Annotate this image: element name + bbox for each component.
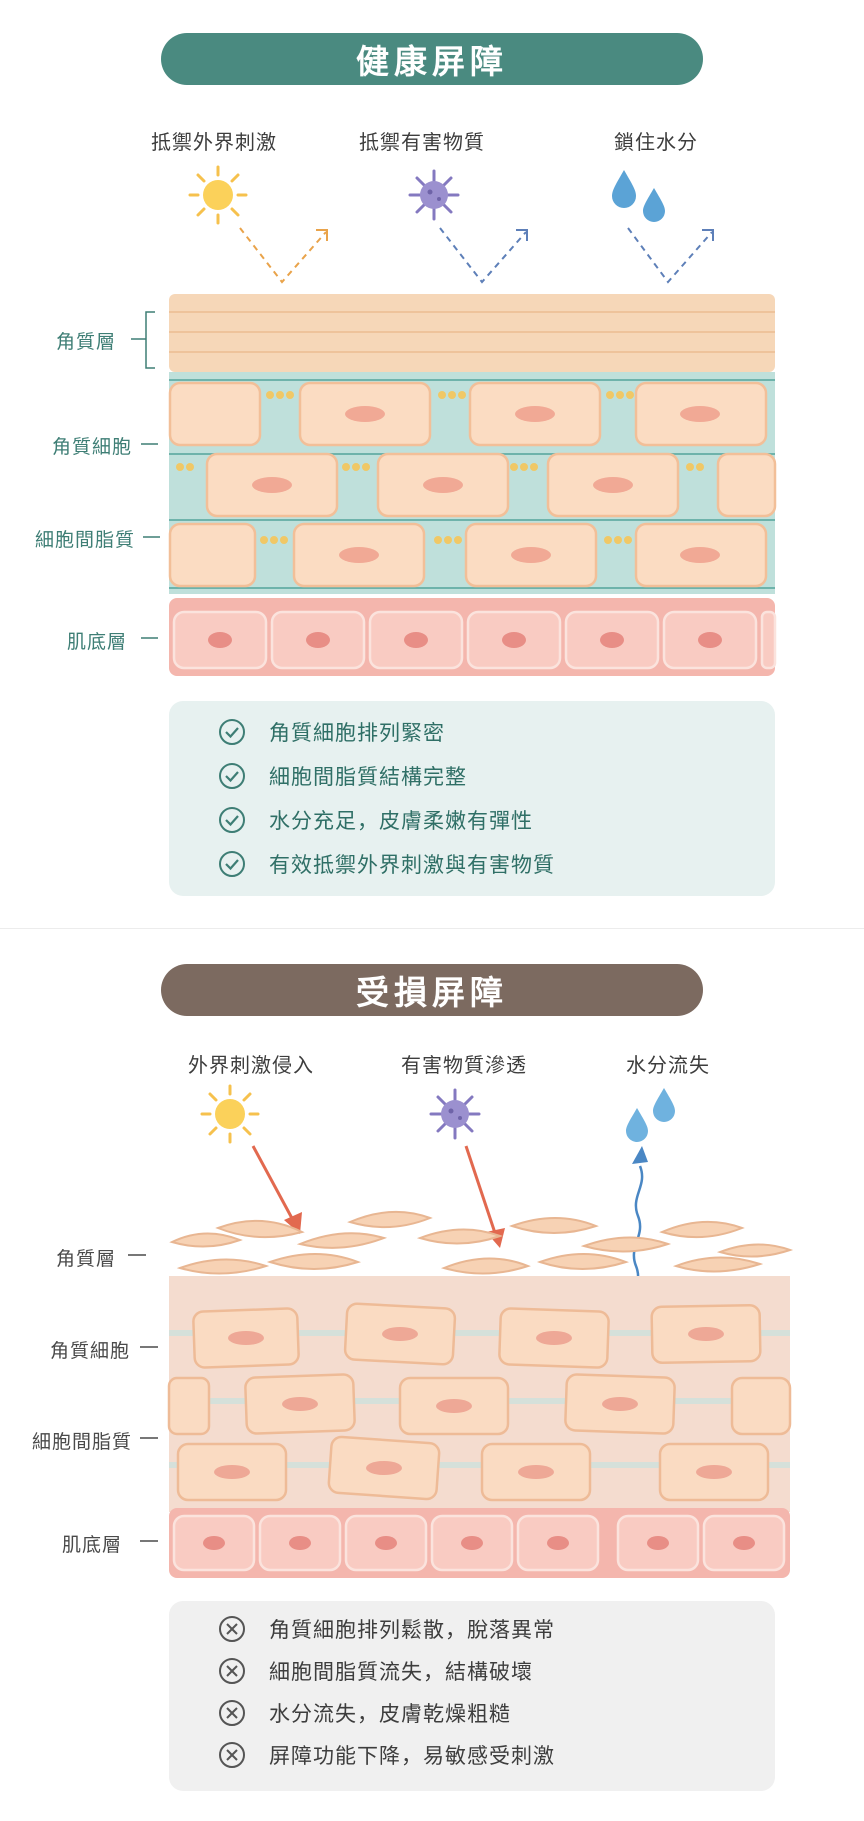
label-lock-moisture: 鎖住水分 bbox=[614, 130, 698, 154]
check-circle-icon bbox=[219, 851, 245, 877]
benefit-item: 有效抵禦外界刺激與有害物質 bbox=[217, 849, 555, 879]
benefit-text: 角質細胞排列緊密 bbox=[269, 721, 445, 745]
healthy-benefits-box: 角質細胞排列緊密 細胞間脂質結構完整 水分充足，皮膚柔嫩有彈性 有效抵禦外界刺激… bbox=[169, 701, 775, 896]
side-label-stratum-corneum: 角質層 bbox=[55, 1248, 116, 1270]
problem-item: 細胞間脂質流失，結構破壞 bbox=[217, 1656, 533, 1686]
label-irritant-invasion: 外界刺激侵入 bbox=[188, 1053, 314, 1077]
virus-icon bbox=[429, 1088, 481, 1140]
problem-item: 角質細胞排列鬆散，脫落異常 bbox=[217, 1614, 555, 1644]
virus-icon bbox=[408, 169, 460, 221]
check-circle-icon bbox=[219, 763, 245, 789]
benefit-item: 水分充足，皮膚柔嫩有彈性 bbox=[217, 805, 533, 835]
label-moisture-loss: 水分流失 bbox=[626, 1053, 710, 1077]
side-label-basal-layer: 肌底層 bbox=[66, 631, 127, 653]
benefit-item: 細胞間脂質結構完整 bbox=[217, 761, 467, 791]
problem-item: 屏障功能下降，易敏感受刺激 bbox=[217, 1740, 555, 1770]
check-circle-icon bbox=[219, 719, 245, 745]
problem-item: 水分流失，皮膚乾燥粗糙 bbox=[217, 1698, 511, 1728]
side-label-corneocyte: 角質細胞 bbox=[49, 1340, 130, 1362]
section-divider bbox=[0, 928, 864, 929]
label-harmful-penetration: 有害物質滲透 bbox=[401, 1053, 527, 1077]
check-circle-icon bbox=[219, 807, 245, 833]
problem-text: 細胞間脂質流失，結構破壞 bbox=[269, 1660, 533, 1684]
side-label-stratum-corneum: 角質層 bbox=[55, 331, 116, 353]
side-label-basal-layer: 肌底層 bbox=[61, 1534, 122, 1556]
problem-text: 屏障功能下降，易敏感受刺激 bbox=[269, 1744, 555, 1768]
side-label-intercellular-lipid: 細胞間脂質 bbox=[34, 529, 135, 551]
x-circle-icon bbox=[219, 1742, 245, 1768]
sun-icon bbox=[200, 1084, 260, 1144]
healthy-barrier-title: 健康屏障 bbox=[161, 33, 703, 85]
label-resist-harmful: 抵禦有害物質 bbox=[359, 130, 485, 154]
label-resist-irritants: 抵禦外界刺激 bbox=[151, 130, 277, 154]
benefit-text: 有效抵禦外界刺激與有害物質 bbox=[269, 853, 555, 877]
problem-text: 水分流失，皮膚乾燥粗糙 bbox=[269, 1702, 511, 1726]
sun-icon bbox=[188, 165, 248, 225]
problem-text: 角質細胞排列鬆散，脫落異常 bbox=[269, 1618, 555, 1642]
benefit-text: 細胞間脂質結構完整 bbox=[269, 765, 467, 789]
water-drop-icon bbox=[612, 170, 665, 222]
x-circle-icon bbox=[219, 1700, 245, 1726]
x-circle-icon bbox=[219, 1658, 245, 1684]
x-circle-icon bbox=[219, 1616, 245, 1642]
benefit-text: 水分充足，皮膚柔嫩有彈性 bbox=[269, 809, 533, 833]
damaged-barrier-title: 受損屏障 bbox=[161, 964, 703, 1016]
damaged-problems-box: 角質細胞排列鬆散，脫落異常 細胞間脂質流失，結構破壞 水分流失，皮膚乾燥粗糙 屏… bbox=[169, 1601, 775, 1791]
benefit-item: 角質細胞排列緊密 bbox=[217, 717, 445, 747]
side-label-intercellular-lipid: 細胞間脂質 bbox=[31, 1431, 132, 1453]
side-label-corneocyte: 角質細胞 bbox=[51, 436, 132, 458]
water-drop-icon bbox=[626, 1088, 675, 1142]
